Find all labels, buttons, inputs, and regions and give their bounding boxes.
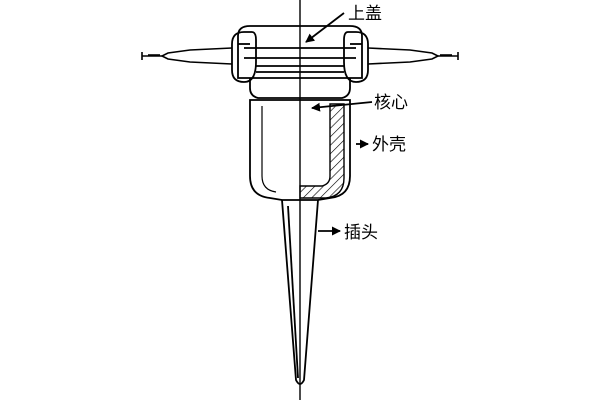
cap-label: 上盖 [348, 4, 382, 24]
core-label: 核心 [374, 93, 408, 113]
plug-label: 插头 [344, 223, 378, 243]
upper-cap [231, 25, 369, 83]
plug-spike [281, 199, 319, 385]
cap-collar [249, 78, 351, 99]
right-lead [367, 47, 459, 65]
cap-arrow [305, 12, 345, 43]
core-section [299, 103, 345, 199]
left-lead [141, 47, 233, 65]
core-arrow [311, 101, 373, 112]
inner-shell-left [261, 106, 277, 193]
shell-label: 外壳 [372, 135, 406, 155]
